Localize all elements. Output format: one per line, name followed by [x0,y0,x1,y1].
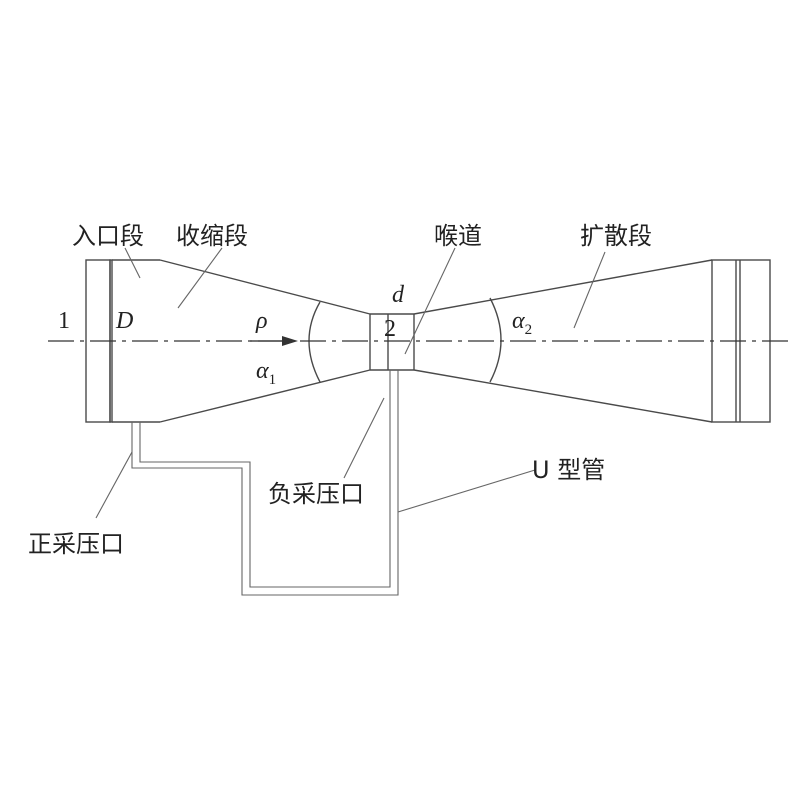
label-section-2: 2 [384,316,396,342]
label-positive-tap: 正采压口 [28,530,124,558]
label-converging: 收缩段 [176,222,248,250]
leader-lines [95,247,606,519]
label-diffuser: 扩散段 [580,222,652,250]
label-diameter-D: D [115,308,133,334]
section-arc-2 [489,297,502,383]
throat [369,313,415,371]
section-arc-1 [308,301,321,383]
u-tube [131,370,399,596]
label-throat-d: d [392,282,405,308]
label-inlet: 入口段 [72,222,144,250]
label-throat: 喉道 [434,222,482,250]
label-negative-tap: 负采压口 [268,480,364,508]
flow-arrow [250,336,298,346]
inlet-section [112,259,160,423]
label-u-tube: U 型管 [532,456,605,484]
label-section-1: 1 [58,308,70,334]
diffuser-cone [413,259,713,423]
label-alpha2: α2 [512,308,532,338]
label-rho: ρ [255,308,268,334]
label-alpha1: α1 [256,358,276,388]
